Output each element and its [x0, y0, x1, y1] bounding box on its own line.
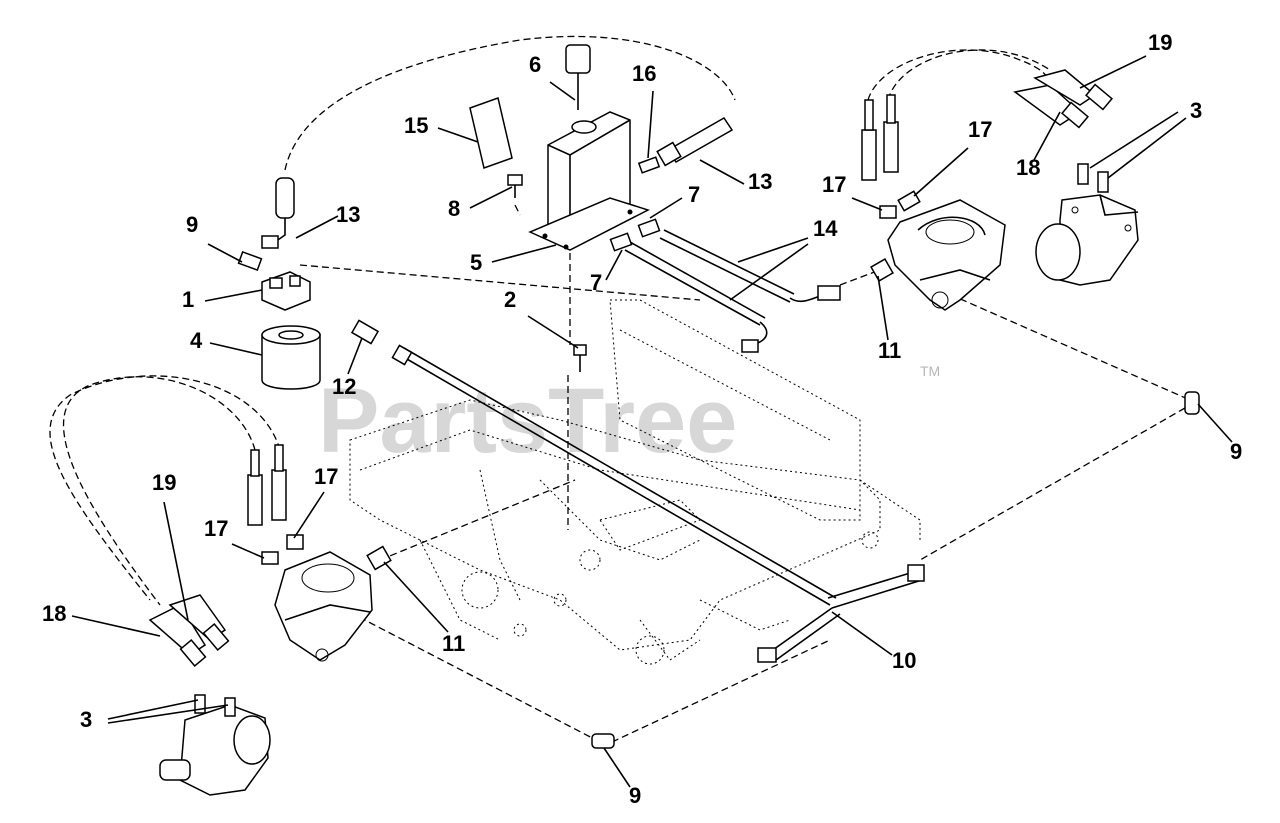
- callout-12: 12: [332, 374, 356, 399]
- small-fittings: [507, 156, 661, 372]
- callout-16: 16: [632, 61, 656, 86]
- cross-rod: [391, 344, 925, 663]
- callout-2: 2: [504, 287, 516, 312]
- callout-13: 13: [748, 169, 772, 194]
- elbow-9-right: [1184, 391, 1200, 415]
- hose-routes: [49, 35, 1191, 743]
- callout-5: 5: [470, 250, 482, 275]
- reservoir-cap: [565, 44, 591, 110]
- hoses-14: [624, 229, 841, 353]
- callouts: 1 2 3 3 4 5 6 7 7 8 9 9 9 10 11 11 12 13…: [42, 30, 1242, 808]
- callout-17: 17: [968, 117, 992, 142]
- callout-19: 19: [152, 470, 176, 495]
- fittings-17-left: [261, 534, 304, 565]
- callout-3: 3: [80, 707, 92, 732]
- decal: [469, 97, 513, 169]
- callout-4: 4: [190, 328, 203, 353]
- callout-17: 17: [314, 464, 338, 489]
- callout-19: 19: [1148, 30, 1172, 55]
- pump-left: [274, 551, 373, 662]
- callout-11: 11: [878, 338, 901, 363]
- callout-9: 9: [1230, 439, 1242, 464]
- elbow-fitting-9a: [237, 250, 263, 272]
- callout-6: 6: [529, 52, 541, 77]
- callout-9: 9: [186, 212, 198, 237]
- callout-15: 15: [404, 113, 428, 138]
- watermark-text: PartsTree: [318, 370, 737, 472]
- callout-9: 9: [629, 783, 641, 808]
- callout-17: 17: [204, 516, 228, 541]
- callout-11: 11: [442, 631, 465, 656]
- callout-7: 7: [590, 270, 602, 295]
- fittings-3-right: [1077, 163, 1109, 193]
- pump-right: [887, 199, 1006, 311]
- elbow-9-bottom: [591, 733, 615, 749]
- fitting-12: [350, 319, 380, 345]
- callout-3: 3: [1190, 98, 1202, 123]
- fittings-3-left: [194, 694, 236, 717]
- hose-ends-right: [861, 69, 1113, 181]
- callout-13: 13: [336, 202, 360, 227]
- callout-10: 10: [892, 648, 916, 673]
- callout-18: 18: [1016, 155, 1040, 180]
- elbow-fitting-right: [656, 117, 734, 167]
- motor-left: [159, 704, 271, 796]
- callout-8: 8: [448, 196, 460, 221]
- leader-lines: [71, 55, 1233, 788]
- callout-7: 7: [688, 182, 700, 207]
- callout-14: 14: [813, 216, 838, 241]
- hose-ends-left: [148, 444, 287, 667]
- fitting-11-right: [870, 258, 894, 282]
- callout-18: 18: [42, 601, 66, 626]
- reservoir-tank: [528, 111, 650, 251]
- motor-right: [1035, 194, 1139, 286]
- filter-assembly: [261, 271, 321, 390]
- elbow-fitting-left: [261, 177, 295, 249]
- watermark-trademark: TM: [920, 363, 940, 379]
- callout-17: 17: [822, 172, 846, 197]
- callout-1: 1: [182, 287, 194, 312]
